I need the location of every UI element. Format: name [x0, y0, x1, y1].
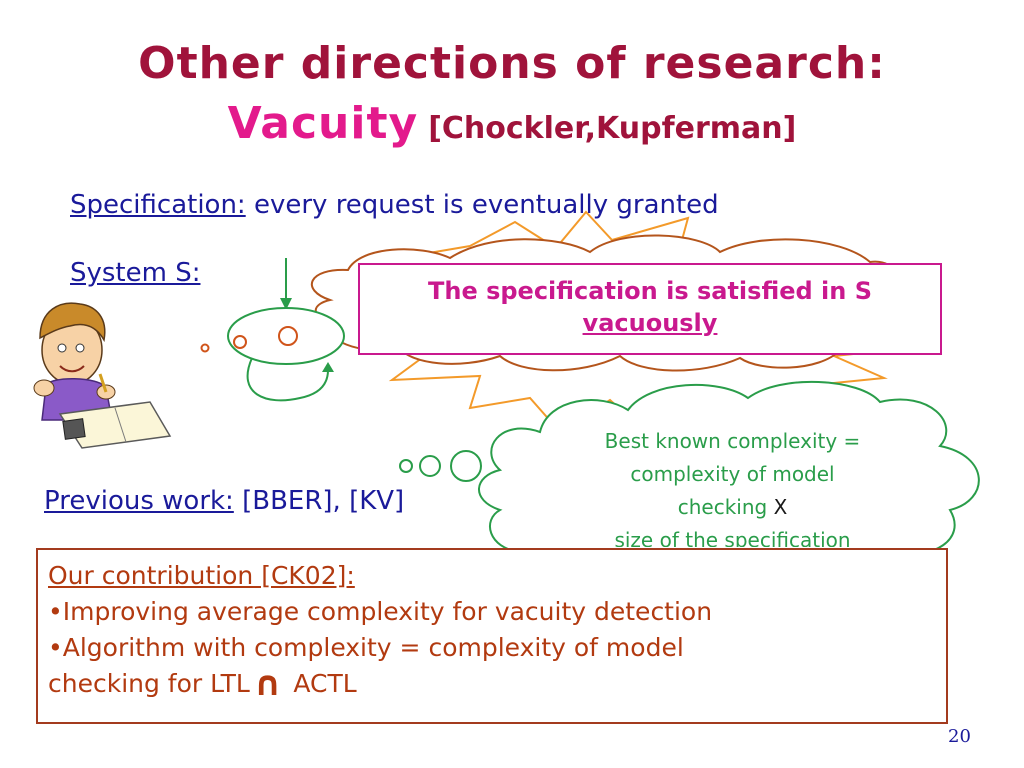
thought-dot-medium — [233, 335, 247, 349]
contribution-bullet-1: •Improving average complexity for vacuit… — [48, 597, 713, 626]
cloud-line-1: Best known complexity = — [604, 429, 861, 453]
thought-cloud-text: Best known complexity = complexity of mo… — [560, 425, 905, 547]
self-loop — [246, 357, 329, 402]
bubble-small — [399, 459, 413, 473]
green-thought-cloud — [478, 380, 980, 555]
slide-title: Other directions of research: — [138, 38, 886, 89]
page-number: 20 — [948, 726, 971, 747]
vacuity-callout-box: The specification is satisfied in S vacu… — [358, 263, 942, 355]
cloud-line-2: complexity of model — [630, 462, 835, 486]
bullet-3-prefix: checking for LTL — [48, 669, 250, 698]
contribution-box: Our contribution [CK02]: •Improving aver… — [36, 548, 948, 724]
title-citation: [Chockler,Kupferman] — [428, 111, 797, 146]
system-line: System S: — [70, 258, 200, 288]
bullet-3-suffix: ACTL — [285, 669, 357, 698]
contribution-bullet-2: •Algorithm with complexity = complexity … — [48, 633, 684, 662]
specification-label: Specification: — [70, 190, 246, 220]
title-vacuity: Vacuity — [227, 98, 419, 149]
slide-subtitle: Vacuity [Chockler,Kupferman] — [0, 98, 1024, 149]
callout-line-1: The specification is satisfied in S — [427, 277, 872, 305]
specification-text: every request is eventually granted — [245, 190, 719, 220]
cloud-line-3: checking X — [560, 491, 905, 524]
cartoon-student — [33, 302, 172, 449]
contribution-bullet-3: checking for LTL∩ ACTL — [48, 666, 936, 702]
state-inner-circle — [278, 326, 298, 346]
previous-work-line: Previous work: [BBER], [KV] — [44, 486, 404, 516]
previous-work-label: Previous work: — [44, 486, 234, 516]
cloud-line-3-text: checking — [677, 495, 774, 519]
contribution-heading: Our contribution [CK02]: — [48, 561, 355, 590]
cloud-times-symbol: X — [773, 495, 788, 519]
thought-dot-small — [200, 343, 210, 353]
intersection-symbol: ∩ — [253, 664, 282, 704]
cloud-line-4: size of the specification — [614, 528, 851, 547]
self-loop-arrow — [322, 362, 334, 372]
callout-line-2: vacuously — [582, 309, 718, 337]
previous-work-text: [BBER], [KV] — [233, 486, 405, 516]
entry-arrow-head — [280, 298, 292, 310]
bubble-large — [450, 450, 482, 482]
specification-line: Specification: every request is eventual… — [70, 190, 719, 220]
bubble-medium — [419, 455, 441, 477]
system-label: System S: — [70, 258, 201, 288]
